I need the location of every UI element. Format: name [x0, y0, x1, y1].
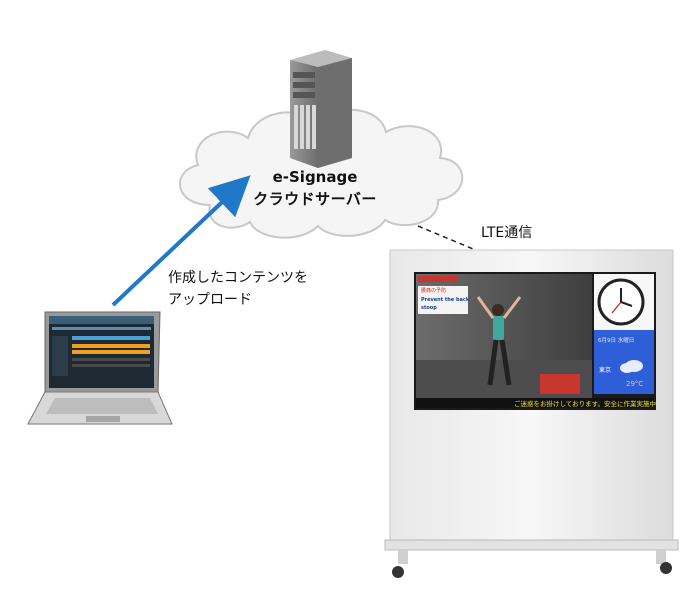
signage-city: 東京 — [599, 366, 611, 374]
signage-banner-title: 腰痛の予防 — [421, 287, 446, 294]
upload-arrow — [111, 175, 251, 307]
lte-label: LTE通信 — [481, 225, 533, 241]
cloud-title-line1: e-Signage — [272, 168, 358, 186]
cloud-title-line2: クラウドサーバー — [253, 190, 377, 208]
cloud-shape — [179, 108, 464, 239]
signage-temperature: 29°C — [626, 380, 643, 388]
server-icon — [290, 50, 352, 168]
signage-banner-subtitle-2: stoop — [421, 305, 437, 311]
upload-caption-line2: アップロード — [168, 292, 252, 308]
upload-caption-line1: 作成したコンテンツを — [168, 270, 308, 286]
signage-ticker: ご迷惑をお掛けしております。安全に作業実施中 — [514, 399, 656, 408]
laptop-icon — [27, 311, 173, 425]
signage-date: 6月9日 水曜日 — [598, 336, 634, 344]
signage-banner-subtitle: Prevent the back — [421, 297, 470, 303]
signage-screen — [416, 274, 654, 408]
